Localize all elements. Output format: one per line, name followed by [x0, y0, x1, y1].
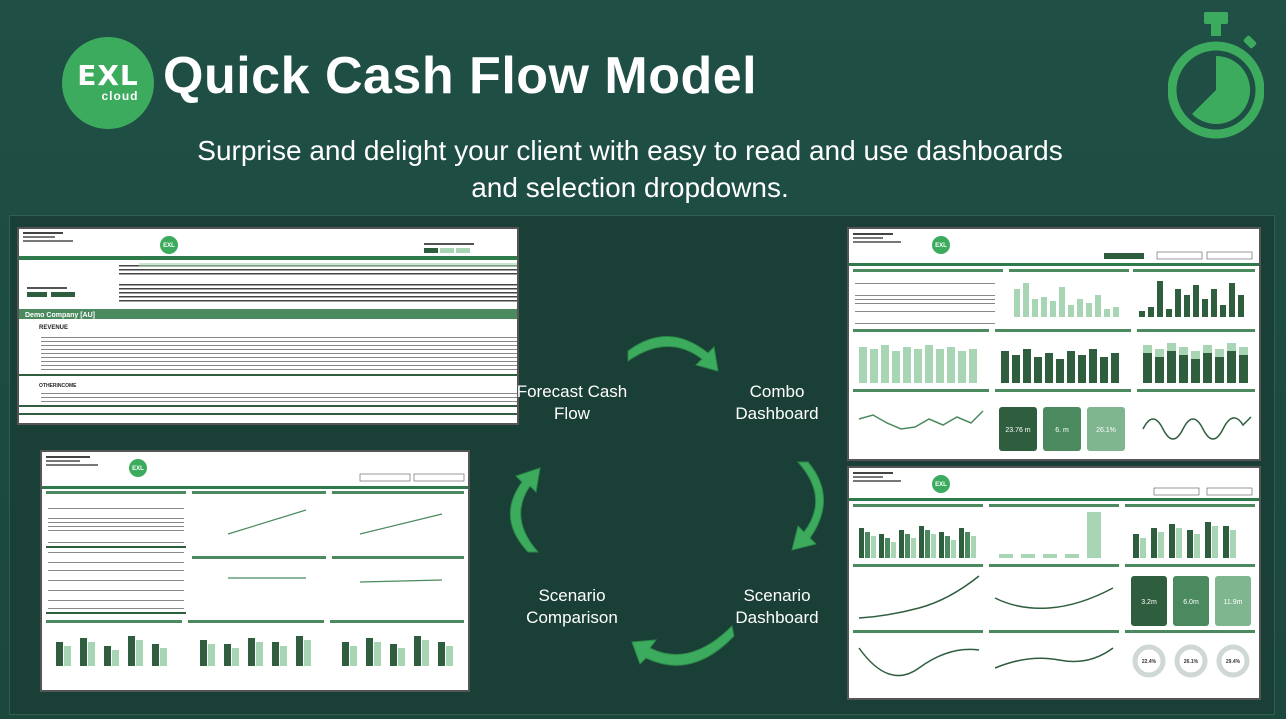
- kpi-base-case: 6.0m: [1183, 599, 1199, 606]
- stage-label-combo: Combo Dashboard: [735, 382, 819, 423]
- arrow-combo-to-scenario-icon: [791, 461, 824, 551]
- kpi-worst-case: 3.2m: [1141, 599, 1157, 606]
- stopwatch-icon: [1168, 12, 1264, 139]
- svg-text:29.4%: 29.4%: [1226, 659, 1241, 665]
- kpi-ev-value: 6. m: [1055, 427, 1069, 434]
- stage-label-scenario-dashboard: Scenario Dashboard: [735, 586, 819, 627]
- scenario-comparison-graphic: EXL: [42, 452, 468, 690]
- combo-dashboard-screenshot: EXL: [847, 227, 1261, 461]
- arrow-comparison-to-forecast-icon: [509, 467, 541, 553]
- exl-cloud-logo: EXL cloud: [62, 37, 154, 129]
- svg-text:REVENUE: REVENUE: [39, 325, 68, 331]
- svg-text:26.1%: 26.1%: [1184, 659, 1199, 665]
- svg-text:22.4%: 22.4%: [1142, 659, 1157, 665]
- company-name: Demo Company [AU]: [25, 312, 95, 319]
- page-title: Quick Cash Flow Model: [163, 47, 758, 105]
- page-subtitle: Surprise and delight your client with ea…: [197, 135, 1063, 203]
- arrow-forecast-to-combo-icon: [627, 336, 719, 372]
- stage-label-comparison: Scenario Comparison: [526, 586, 618, 627]
- forecast-sheet-graphic: EXL Demo Company [AU] REVENUE: [19, 229, 517, 423]
- stage-label-forecast: Forecast Cash Flow: [516, 382, 628, 423]
- forecast-cash-flow-screenshot: EXL Demo Company [AU] REVENUE: [17, 227, 519, 425]
- scenario-dashboard-screenshot: EXL 3.2m 6.0m 11.9m 22.4%: [847, 466, 1261, 700]
- scenario-comparison-screenshot: EXL: [40, 450, 470, 692]
- arrow-scenario-to-comparison-icon: [631, 624, 735, 666]
- svg-text:EXL: EXL: [935, 482, 947, 488]
- svg-text:EXL: EXL: [935, 243, 947, 249]
- svg-text:EXL: EXL: [132, 466, 144, 472]
- scenario-dashboard-graphic: EXL 3.2m 6.0m 11.9m 22.4%: [849, 468, 1259, 698]
- mini-logo: EXL: [163, 243, 175, 249]
- kpi-best-case: 11.9m: [1224, 599, 1243, 606]
- kpi-cash-revenue: 23.76 m: [1005, 427, 1030, 434]
- svg-text:OTHERINCOME: OTHERINCOME: [39, 383, 77, 389]
- combo-dashboard-graphic: EXL: [849, 229, 1259, 459]
- kpi-gross-margin: 26.1%: [1096, 427, 1116, 434]
